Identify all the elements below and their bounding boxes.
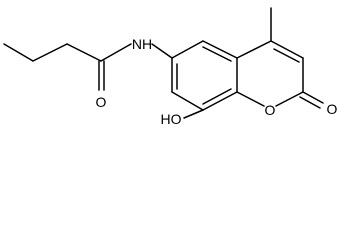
bond-pyr-e [236, 91, 265, 107]
bond-c1-c2 [3, 43, 34, 62]
bond-c3-c4 [66, 43, 102, 62]
atom-label-amide-o: O [96, 94, 107, 110]
structure-diagram: NH O HO O O [3, 7, 338, 127]
bond-ring-inner-1 [202, 46, 232, 62]
bond-pyr-b2 [273, 48, 300, 63]
bond-c2-c3 [32, 43, 68, 62]
bond-c-oh [183, 109, 204, 119]
bond-ring-a [171, 40, 204, 59]
bond-ring-inner-2 [202, 88, 232, 105]
bond-ring-e [171, 91, 204, 111]
bond-ring-b [202, 40, 238, 59]
bond-ring-d [202, 91, 238, 111]
bond-pyr-d [275, 91, 304, 107]
bond-pyr-a [236, 40, 272, 59]
atom-label-ring-o: O [265, 102, 276, 118]
bond-pyr-b [270, 40, 304, 59]
bond-lactone-co-b [299, 96, 321, 109]
atom-label-ho: HO [161, 111, 182, 127]
bond-n-aryl [151, 43, 173, 59]
atom-label-carbonyl-o: O [327, 101, 338, 117]
bond-carbonyl-n [100, 43, 132, 62]
atom-label-nh: NH [132, 36, 152, 52]
bond-lactone-co-a [302, 91, 324, 104]
